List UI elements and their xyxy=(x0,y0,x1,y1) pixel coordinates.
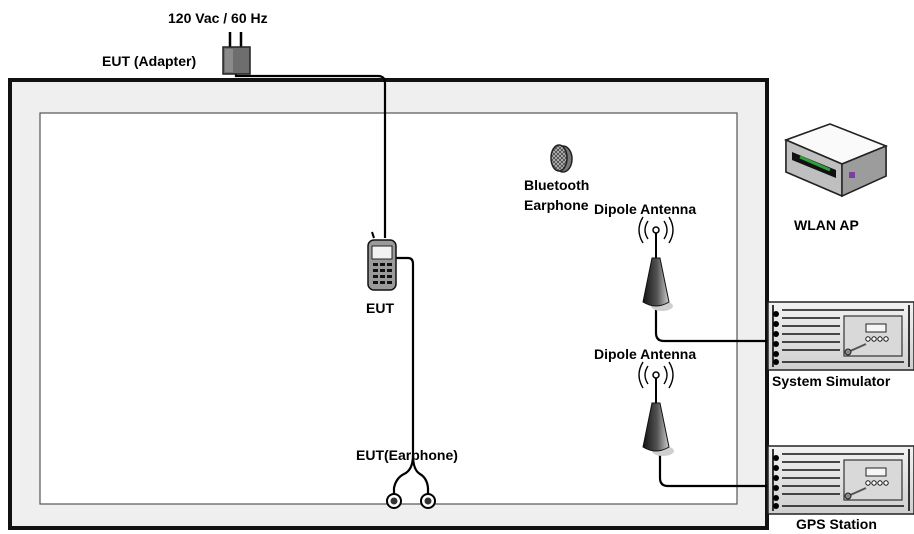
earphone-split-left xyxy=(392,454,415,496)
wired-earphone-icon xyxy=(386,493,436,509)
power-label: 120 Vac / 60 Hz xyxy=(168,10,268,26)
wlan-ap-label: WLAN AP xyxy=(794,217,859,233)
rack-instrument-icon xyxy=(767,445,914,515)
eut-earphone-label: EUT(Earphone) xyxy=(356,447,458,463)
earphone-split-right xyxy=(411,454,430,496)
dipole-antenna-bottom-label: Dipole Antenna xyxy=(594,346,696,362)
eut-label: EUT xyxy=(366,300,394,316)
power-adapter-icon xyxy=(222,32,251,75)
wlan-router-icon xyxy=(783,123,889,198)
dipole-antenna-top-label: Dipole Antenna xyxy=(594,201,696,217)
bluetooth-label-line1: Bluetooth xyxy=(524,177,589,193)
gps-station-label: GPS Station xyxy=(796,516,877,532)
antenna-to-gps-cable xyxy=(658,455,770,488)
adapter-label: EUT (Adapter) xyxy=(102,53,196,69)
system-simulator-label: System Simulator xyxy=(772,373,891,389)
dipole-antenna-icon xyxy=(638,361,674,456)
adapter-cable xyxy=(234,74,387,238)
antenna-to-simulator-cable xyxy=(654,306,770,343)
bluetooth-label-line2: Earphone xyxy=(524,197,589,213)
earphone-cable xyxy=(396,256,415,455)
bluetooth-earphone-icon xyxy=(550,144,573,173)
mobile-phone-icon xyxy=(367,231,397,291)
shielded-chamber-inner xyxy=(39,112,738,505)
dipole-antenna-icon xyxy=(638,216,674,311)
rack-instrument-icon xyxy=(767,301,914,371)
